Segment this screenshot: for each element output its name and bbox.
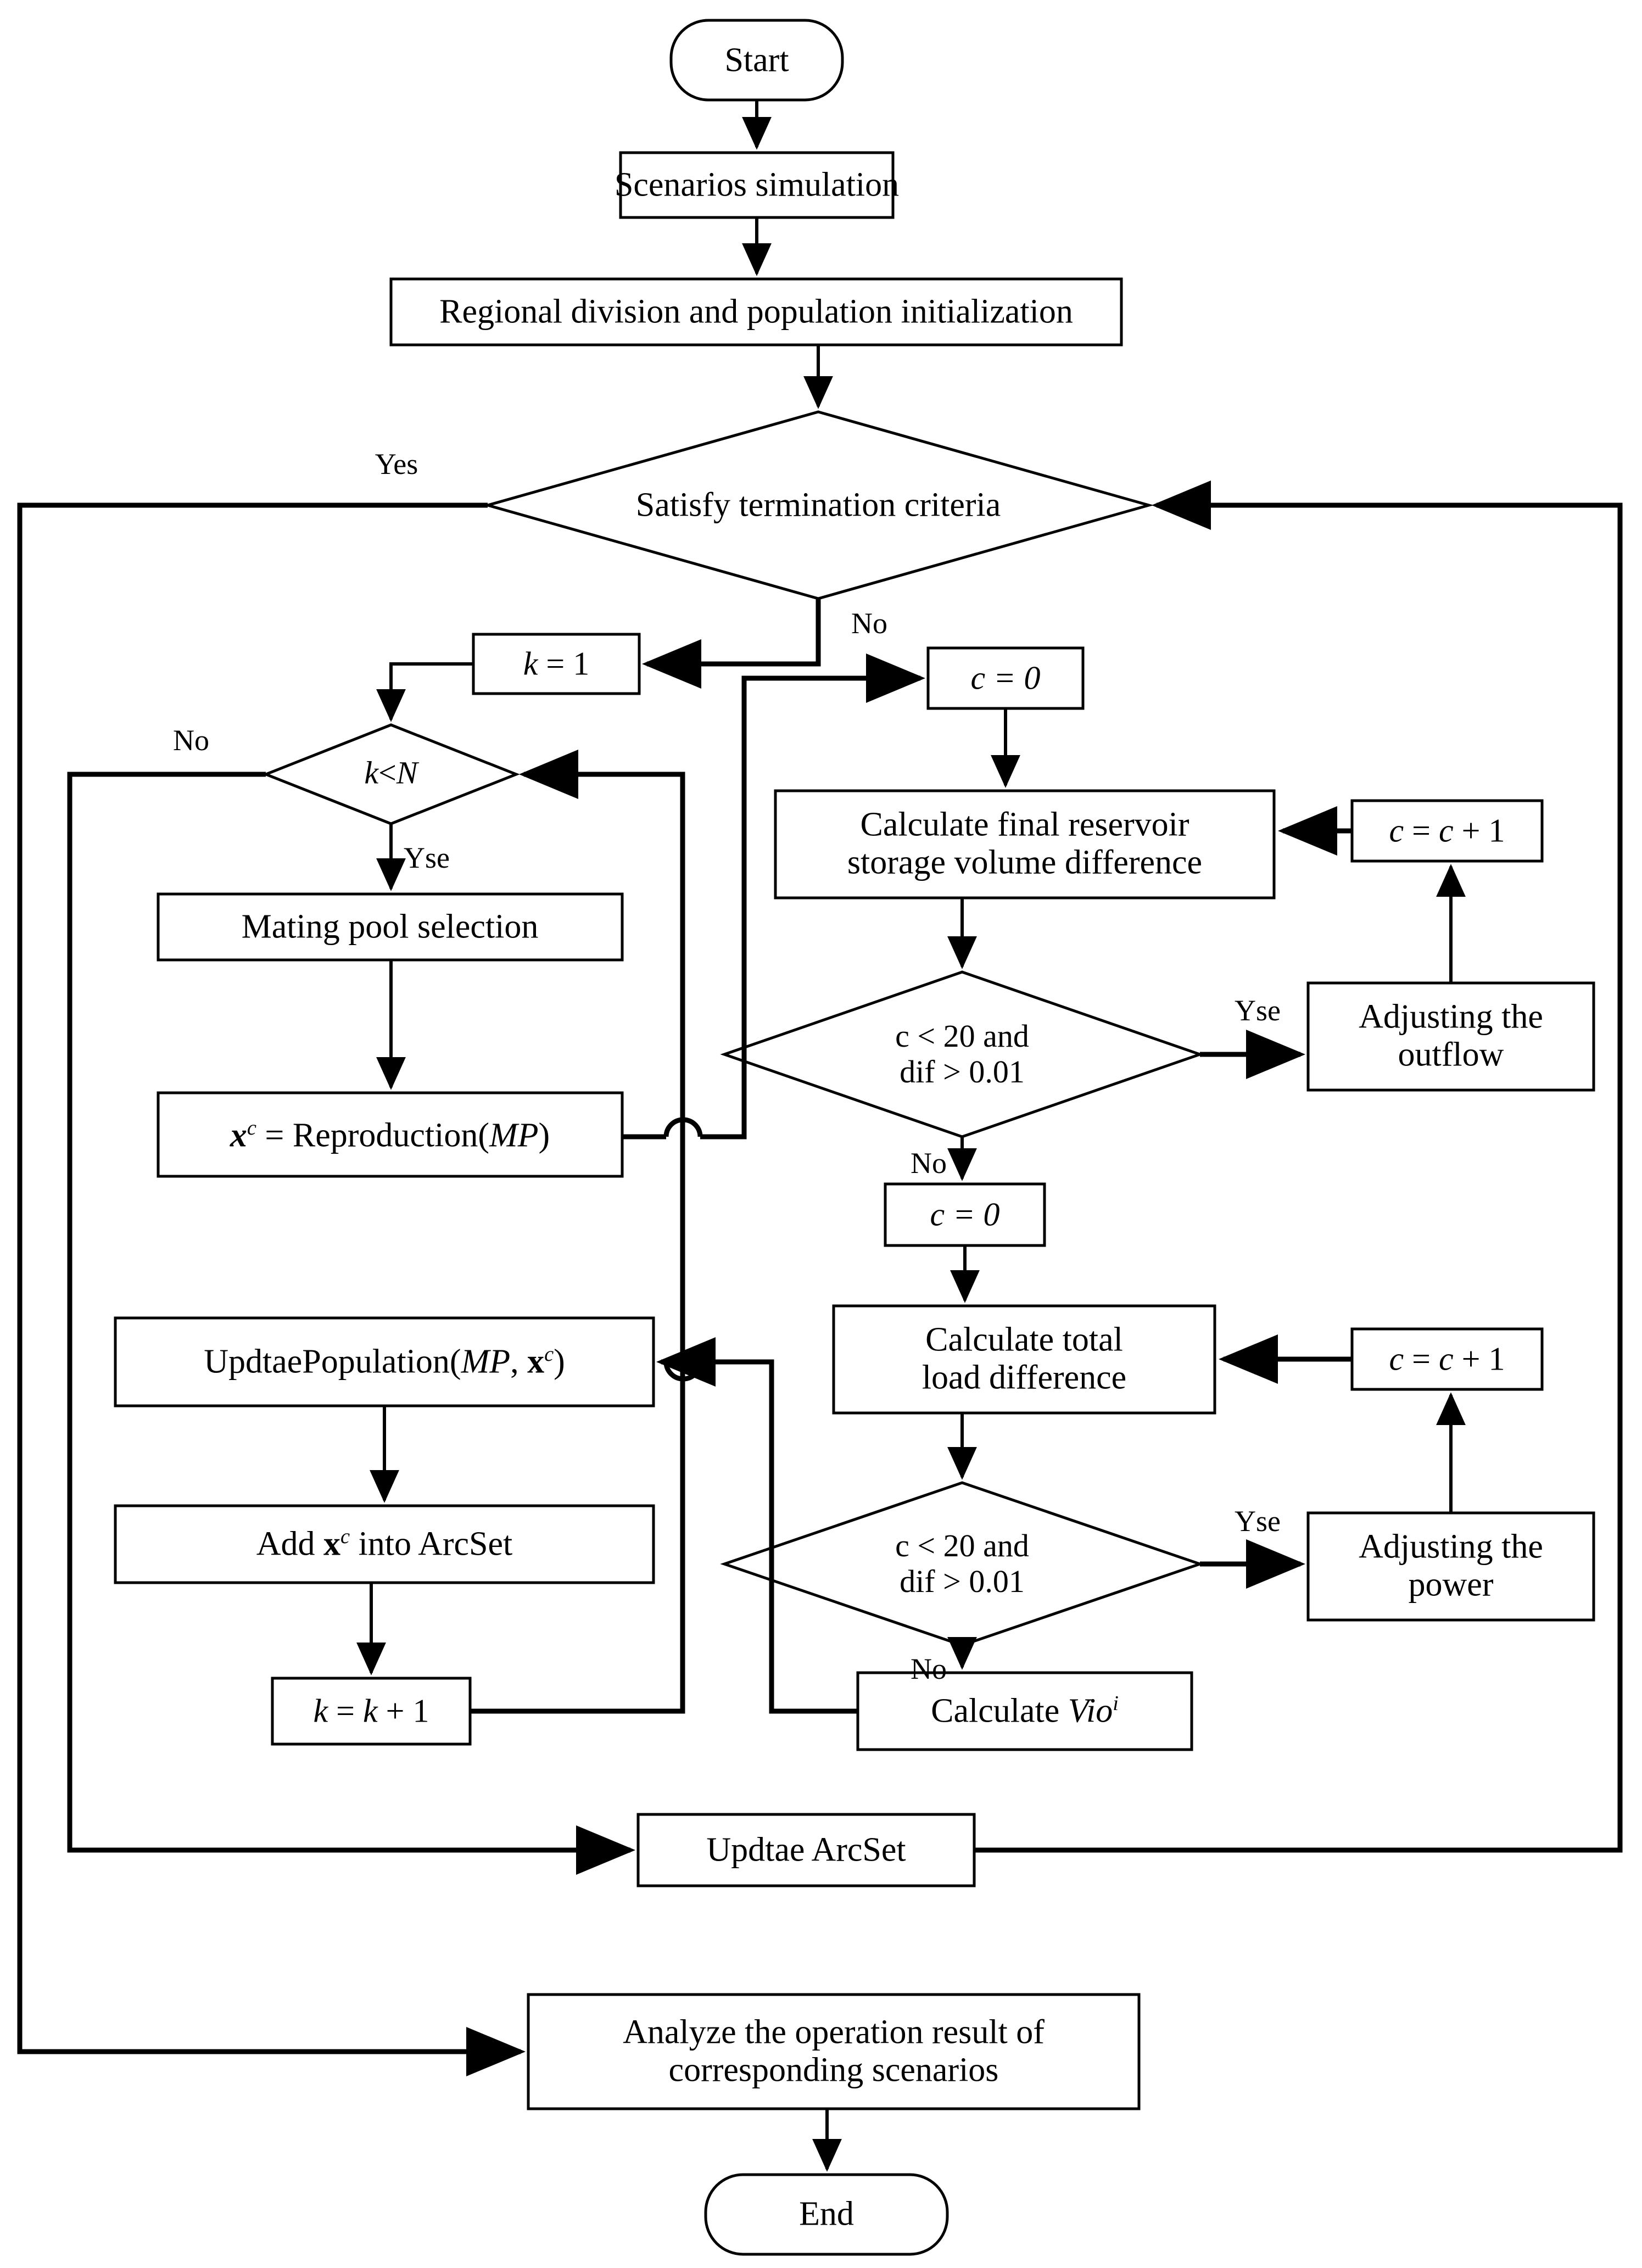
node-mating-label: Mating pool selection	[241, 908, 539, 946]
edge-k1-kltn	[376, 662, 473, 722]
edge-kltn-no-updarc	[67, 772, 635, 1875]
edge-label-yes-satisfy: Yes	[375, 447, 418, 481]
node-cinc1-label: c = c + 1	[1389, 812, 1505, 849]
node-analyze-shape	[527, 1993, 1141, 2110]
edge-label-no-dec1: No	[911, 1146, 947, 1180]
node-reprod-shape	[157, 1091, 624, 1178]
node-calcload-shape	[832, 1304, 1216, 1415]
node-k1-label: k = 1	[523, 645, 590, 682]
node-updarc-shape	[636, 1813, 976, 1887]
node-cinc2-label: c = c + 1	[1389, 1340, 1505, 1377]
node-c0a-shape	[926, 646, 1085, 710]
node-kinc-label: k = k + 1	[313, 1692, 429, 1729]
node-addarc-shape	[114, 1504, 655, 1584]
edge-satisfy-yes-analyze	[17, 502, 526, 2076]
node-start-label: Start	[724, 41, 789, 79]
node-regional-label: Regional division and population initial…	[439, 293, 1073, 331]
node-cinc1-shape	[1350, 799, 1544, 863]
node-end-label: End	[799, 2195, 854, 2233]
node-end-shape	[704, 2173, 949, 2256]
node-satisfy-label: Satisfy termination criteria	[635, 486, 1001, 524]
node-reprod-label: xc = Reproduction(MP)	[230, 1116, 550, 1154]
node-cinc2-shape	[1350, 1327, 1544, 1391]
edge-reprod-c0a-2	[700, 653, 925, 1139]
node-adjout-shape	[1306, 981, 1595, 1092]
node-adjpow-shape	[1306, 1511, 1595, 1622]
edge-label-no-dec2: No	[911, 1652, 947, 1685]
node-c0a-label: c = 0	[970, 660, 1041, 696]
node-calcvio-shape	[856, 1671, 1193, 1751]
node-addarc-label: Add xc into ArcSet	[256, 1524, 513, 1563]
node-updpop-shape	[114, 1316, 655, 1407]
node-regional-shape	[389, 277, 1123, 347]
edge-kinc-kltn	[470, 750, 685, 1714]
node-c0b-shape	[884, 1182, 1046, 1247]
edge-calcvio-updpop	[700, 1359, 858, 1714]
edge-satisfy-no-k1	[642, 599, 821, 689]
edge-label-no-satisfy: No	[851, 606, 887, 640]
node-scenarios-shape	[619, 151, 895, 219]
edge-label-yse-dec1: Yse	[1235, 993, 1281, 1027]
edge-label-yse-kltn: Yse	[404, 841, 450, 874]
node-updpop-label: UpdtaePopulation(MP, xc)	[204, 1342, 565, 1381]
node-c0b-label: c = 0	[930, 1196, 1000, 1233]
node-kltn-label: k<N	[364, 755, 418, 791]
node-mating-shape	[157, 892, 624, 962]
edge-updarc-satisfy	[974, 481, 1623, 1853]
node-updarc-label: Updtae ArcSet	[706, 1831, 906, 1869]
edge-label-no-kltn: No	[173, 723, 209, 757]
node-calcres-shape	[774, 789, 1276, 900]
node-scenarios-label: Scenarios simulation	[614, 166, 900, 204]
edge-label-yse-dec2: Yse	[1235, 1504, 1281, 1538]
node-calcvio-label: Calculate Vioi	[931, 1691, 1119, 1730]
